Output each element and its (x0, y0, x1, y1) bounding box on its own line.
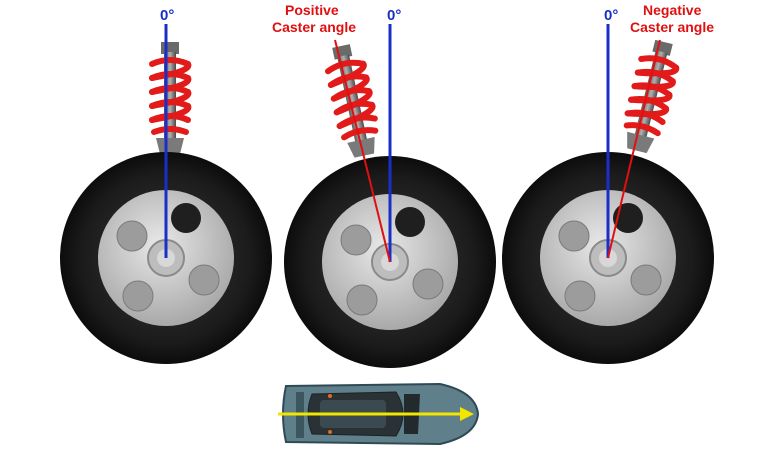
panel-positive-caster: 0° Positive Caster angle (272, 2, 497, 369)
zero-degree-label-3: 0° (604, 7, 618, 24)
positive-caster-label-line2: Caster angle (272, 19, 356, 35)
negative-caster-label-line2: Caster angle (630, 19, 714, 35)
caster-axis-line-negative (607, 39, 661, 259)
suspension-strut-negative (619, 38, 681, 155)
zero-degree-label-1: 0° (160, 7, 174, 24)
positive-caster-label-line1: Positive (285, 2, 339, 18)
direction-arrow-icon (278, 407, 474, 421)
panel-zero-caster: 0° (59, 7, 273, 365)
panel-negative-caster: 0° Negative Caster angle (501, 2, 715, 365)
caster-axis-line-positive (334, 39, 391, 263)
zero-degree-label-2: 0° (387, 7, 401, 24)
suspension-strut-zero (152, 42, 188, 154)
negative-caster-label-line1: Negative (643, 2, 702, 18)
suspension-strut-positive (323, 42, 382, 159)
